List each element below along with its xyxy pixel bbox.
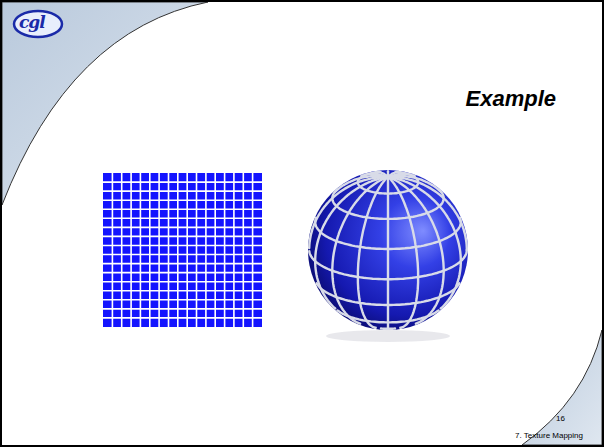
corner-swoosh [522, 330, 602, 445]
sphere-grid-line [388, 177, 467, 250]
grid-line [233, 173, 235, 327]
sphere-grid-line [387, 177, 389, 329]
sphere-grid-line [388, 177, 444, 324]
grid-line [103, 208, 262, 210]
grid-line [103, 263, 262, 265]
grid-line [103, 290, 262, 292]
logo-badge [14, 11, 62, 37]
grid-line [103, 308, 262, 310]
texture-grid [103, 173, 262, 327]
grid-line [103, 199, 262, 201]
grid-line [214, 173, 216, 327]
grid-line [243, 173, 245, 327]
grid-line [121, 173, 123, 327]
grid-line [103, 254, 262, 256]
grid-line [168, 173, 170, 327]
grid-line [103, 317, 262, 319]
grid-line [103, 272, 262, 274]
grid-line [177, 173, 179, 327]
grid-line [140, 173, 142, 327]
grid-line [112, 173, 114, 327]
grid-line [103, 190, 262, 192]
grid-line [103, 281, 262, 283]
grid-line [149, 173, 151, 327]
sphere-grid-line [388, 172, 400, 177]
textured-sphere [308, 170, 468, 330]
sphere-grid-line [315, 177, 388, 309]
grid-line [103, 299, 262, 301]
grid-line [252, 173, 254, 327]
grid-line [158, 173, 160, 327]
grid-line [130, 173, 132, 327]
sphere-grid-lines [309, 171, 467, 329]
grid-lines [103, 173, 262, 327]
grid-line [103, 181, 262, 183]
footer-text: 7. Texture Mapping [515, 431, 583, 440]
grid-line [205, 173, 207, 327]
grid-line [103, 245, 262, 247]
sphere-shadow [326, 330, 450, 342]
grid-line [103, 227, 262, 229]
grid-line [103, 218, 262, 220]
sphere-grid-line [388, 177, 461, 309]
grid-line [103, 236, 262, 238]
page-number: 16 [556, 414, 565, 423]
grid-line [196, 173, 198, 327]
grid-line [224, 173, 226, 327]
sphere-grid-line [388, 177, 418, 328]
grid-line [186, 173, 188, 327]
slide-title: Example [466, 86, 557, 112]
sphere-grid-line [358, 177, 388, 328]
logo-text: cgl [19, 12, 45, 32]
sphere-grid-line [388, 176, 440, 190]
